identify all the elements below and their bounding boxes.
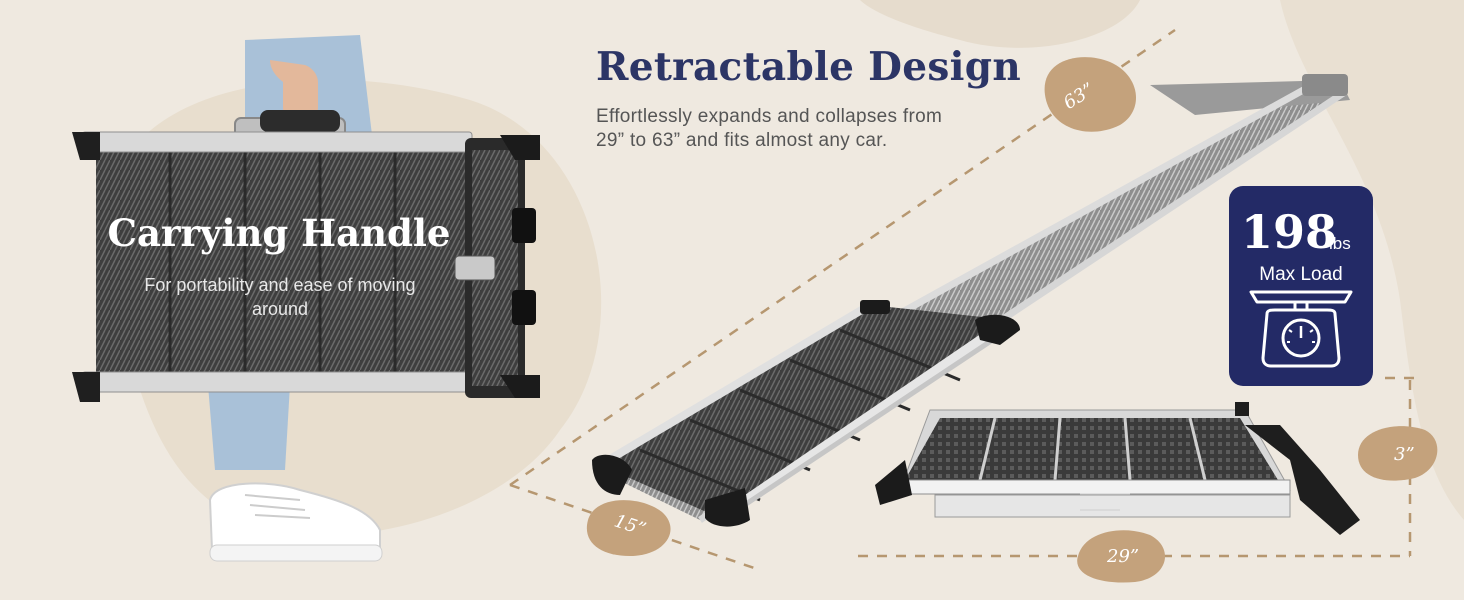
background-blob-right — [1280, 0, 1464, 520]
collapsed-ramp — [875, 402, 1360, 535]
blob-63 — [1044, 57, 1137, 132]
max-load-label: Max Load — [1259, 264, 1343, 285]
max-load-value: 198 — [1241, 205, 1338, 259]
blob-3 — [1358, 426, 1438, 481]
feature-description: Effortlessly expands and collapses from … — [596, 106, 943, 151]
folded-ramp — [72, 110, 540, 402]
max-load-badge: 198 lbs Max Load — [1229, 186, 1373, 386]
blob-29 — [1077, 530, 1166, 583]
blob-15 — [586, 500, 671, 556]
scale-icon — [1249, 290, 1353, 368]
carrying-handle-title: Carrying Handle — [107, 211, 451, 255]
headline: Retractable Design — [596, 44, 1021, 90]
dimension-label-3: 3” — [1394, 444, 1415, 465]
carrying-handle-subtitle: For portability and ease of moving aroun… — [144, 275, 416, 319]
dimension-label-29: 29” — [1107, 546, 1140, 567]
background-blob-top — [860, 0, 1140, 48]
max-load-unit: lbs — [1329, 234, 1351, 253]
extended-ramp — [592, 74, 1350, 527]
